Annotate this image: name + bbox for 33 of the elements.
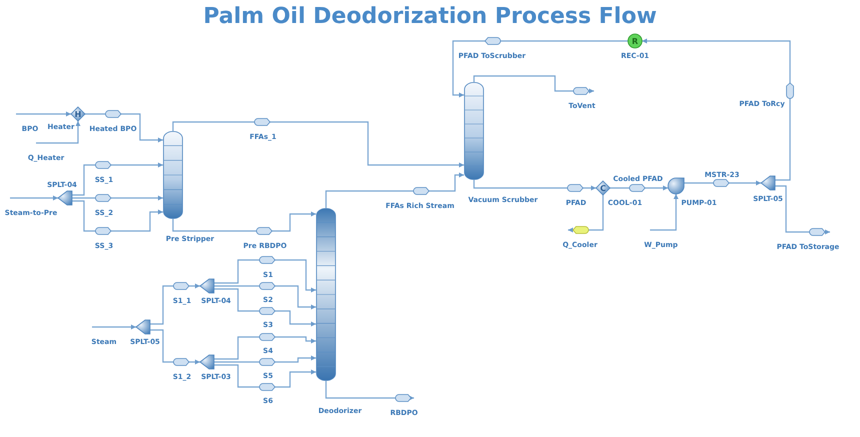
stream-arrow (214, 364, 316, 391)
stream-arrow (452, 37, 628, 98)
stream-arrow (650, 194, 678, 231)
stream-arrow (10, 196, 58, 200)
stream-arrow (150, 329, 200, 366)
stream-arrow (775, 185, 830, 236)
stream-arrow (214, 333, 316, 360)
stream-arrow (72, 194, 163, 202)
stream-arrow (172, 118, 464, 168)
title: Palm Oil Deodorization Process Flow (203, 4, 657, 29)
stream-arrow (642, 38, 794, 181)
symbol-letter: H (74, 110, 82, 118)
stream-arrow (214, 356, 316, 366)
stream-arrow (568, 195, 604, 234)
stream-arrow (684, 179, 761, 187)
stream-arrow (214, 282, 316, 310)
stream-arrow (16, 112, 71, 116)
stream-arrow (325, 381, 414, 402)
symbol-letter: C (600, 184, 606, 192)
stream-arrow (214, 288, 316, 326)
stream-arrow (72, 161, 163, 196)
stream-arrow (473, 75, 594, 95)
symbol-letter: R (632, 36, 638, 46)
stream-arrow (214, 256, 316, 292)
stream-arrow (172, 212, 316, 235)
stream-arrow (92, 324, 136, 330)
stream-arrow (473, 180, 596, 192)
stream-arrow (36, 121, 80, 144)
stream-arrow (72, 200, 163, 235)
stream-arrow (150, 282, 200, 325)
stream-arrow (85, 110, 163, 142)
stream-arrow (610, 184, 668, 192)
stream-arrow (325, 172, 464, 208)
